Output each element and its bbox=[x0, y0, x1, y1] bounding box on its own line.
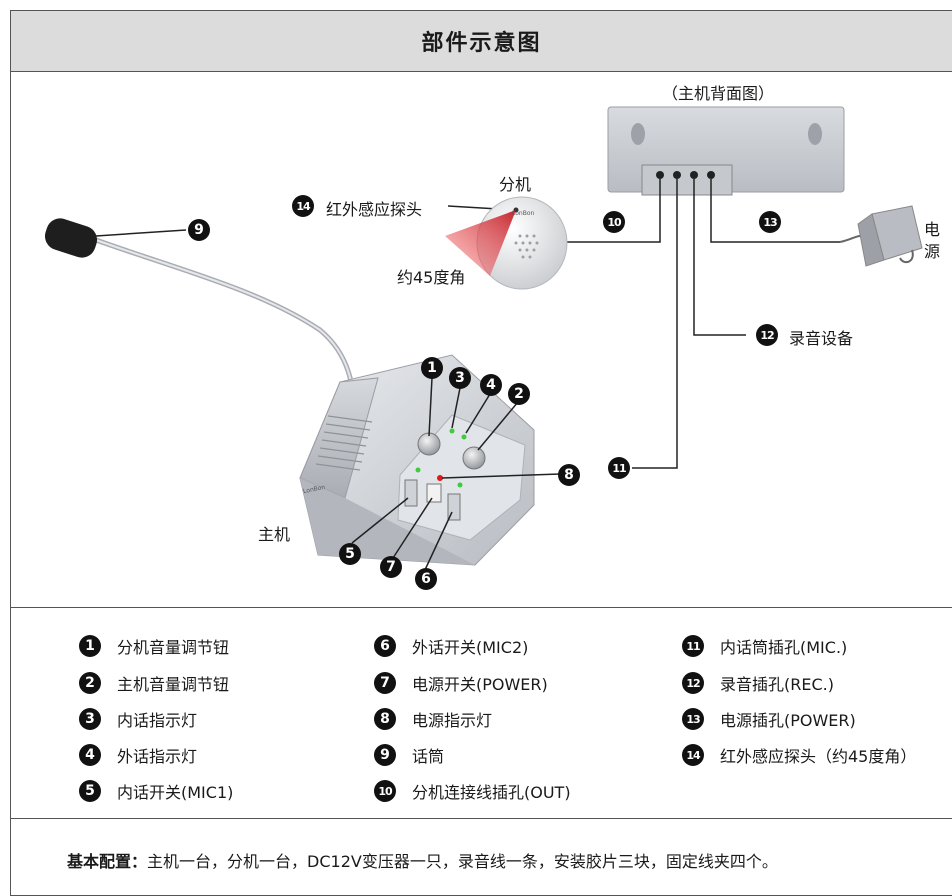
legend-text: 分机连接线插孔(OUT) bbox=[412, 783, 571, 802]
legend-text: 红外感应探头（约45度角） bbox=[720, 747, 917, 766]
legend-number: 1 bbox=[79, 635, 101, 657]
legend-item: 7 电源开关(POWER) bbox=[374, 671, 548, 695]
legend-number: 12 bbox=[682, 672, 704, 694]
angle-label: 约45度角 bbox=[397, 268, 466, 287]
legend-item: 1 分机音量调节钮 bbox=[79, 634, 229, 658]
callout-8: 8 bbox=[558, 464, 580, 486]
legend-item: 6 外话开关(MIC2) bbox=[374, 634, 528, 658]
legend-text: 话筒 bbox=[412, 747, 445, 766]
callout-5: 5 bbox=[339, 543, 361, 565]
slave-unit bbox=[445, 196, 568, 290]
legend-text: 主机音量调节钮 bbox=[117, 675, 230, 694]
ir-probe-label: 红外感应探头 bbox=[326, 200, 423, 219]
legend-item: 8 电源指示灯 bbox=[374, 707, 492, 731]
component-diagram bbox=[44, 106, 923, 573]
footer-divider bbox=[11, 818, 952, 819]
legend-text: 电源开关(POWER) bbox=[412, 675, 548, 694]
legend-item: 12 录音插孔(REC.) bbox=[682, 671, 834, 695]
legend-number: 5 bbox=[79, 780, 101, 802]
legend-item: 10 分机连接线插孔(OUT) bbox=[374, 779, 571, 803]
main-callout-lines bbox=[351, 377, 561, 573]
connection-lines bbox=[95, 179, 840, 469]
legend-number: 10 bbox=[374, 780, 396, 802]
legend-number: 9 bbox=[374, 744, 396, 766]
legend-number: 2 bbox=[79, 672, 101, 694]
legend-text: 内话指示灯 bbox=[117, 711, 198, 730]
callout-13: 13 bbox=[759, 211, 781, 233]
legend-number: 3 bbox=[79, 708, 101, 730]
legend-text: 内话开关(MIC1) bbox=[117, 783, 234, 802]
callout-10: 10 bbox=[603, 211, 625, 233]
callout-14: 14 bbox=[292, 195, 314, 217]
legend-number: 4 bbox=[79, 744, 101, 766]
legend-text: 外话指示灯 bbox=[117, 747, 198, 766]
slave-unit-label: 分机 bbox=[499, 175, 532, 194]
callout-3: 3 bbox=[449, 367, 471, 389]
power-label-2: 源 bbox=[924, 242, 941, 261]
microphone bbox=[44, 218, 356, 411]
callout-9: 9 bbox=[188, 219, 210, 241]
legend-text: 电源指示灯 bbox=[412, 711, 493, 730]
callout-11: 11 bbox=[608, 457, 630, 479]
page-title: 部件示意图 bbox=[421, 31, 542, 56]
legend-item: 2 主机音量调节钮 bbox=[79, 671, 229, 695]
main-unit-label: 主机 bbox=[258, 525, 291, 544]
legend-item: 4 外话指示灯 bbox=[79, 743, 197, 767]
legend-text: 外话开关(MIC2) bbox=[412, 638, 529, 657]
callout-1: 1 bbox=[421, 357, 443, 379]
legend-number: 11 bbox=[682, 635, 704, 657]
slave-brand-logo: LonBon bbox=[512, 210, 535, 217]
power-label-1: 电 bbox=[924, 220, 941, 239]
legend-number: 7 bbox=[374, 672, 396, 694]
recording-device-label: 录音设备 bbox=[789, 329, 854, 348]
legend-text: 内话筒插孔(MIC.) bbox=[720, 638, 848, 657]
title-bar: 部件示意图 bbox=[11, 11, 952, 72]
basic-config: 基本配置：主机一台，分机一台，DC12V变压器一只，录音线一条，安装胶片三块，固… bbox=[67, 848, 778, 872]
callout-2: 2 bbox=[508, 383, 530, 405]
legend-number: 14 bbox=[682, 744, 704, 766]
legend-item: 9 话筒 bbox=[374, 743, 444, 767]
legend-text: 电源插孔(POWER) bbox=[720, 711, 856, 730]
legend-number: 8 bbox=[374, 708, 396, 730]
legend-number: 13 bbox=[682, 708, 704, 730]
callout-4: 4 bbox=[480, 374, 502, 396]
legend-item: 5 内话开关(MIC1) bbox=[79, 779, 233, 803]
rear-view-unit bbox=[607, 106, 845, 196]
legend-number: 6 bbox=[374, 635, 396, 657]
basic-config-text: 主机一台，分机一台，DC12V变压器一只，录音线一条，安装胶片三块，固定线夹四个… bbox=[147, 852, 778, 871]
legend-text: 分机音量调节钮 bbox=[117, 638, 230, 657]
power-adapter bbox=[839, 205, 923, 267]
legend-item: 3 内话指示灯 bbox=[79, 707, 197, 731]
basic-config-label: 基本配置： bbox=[67, 852, 148, 871]
legend-item: 14 红外感应探头（约45度角） bbox=[682, 743, 916, 767]
legend-text: 录音插孔(REC.) bbox=[720, 675, 834, 694]
callout-12: 12 bbox=[756, 324, 778, 346]
callout-7: 7 bbox=[380, 556, 402, 578]
callout-6: 6 bbox=[415, 568, 437, 590]
section-divider bbox=[11, 607, 952, 608]
rear-view-label: （主机背面图） bbox=[662, 84, 775, 103]
legend-item: 11 内话筒插孔(MIC.) bbox=[682, 634, 847, 658]
legend-item: 13 电源插孔(POWER) bbox=[682, 707, 856, 731]
